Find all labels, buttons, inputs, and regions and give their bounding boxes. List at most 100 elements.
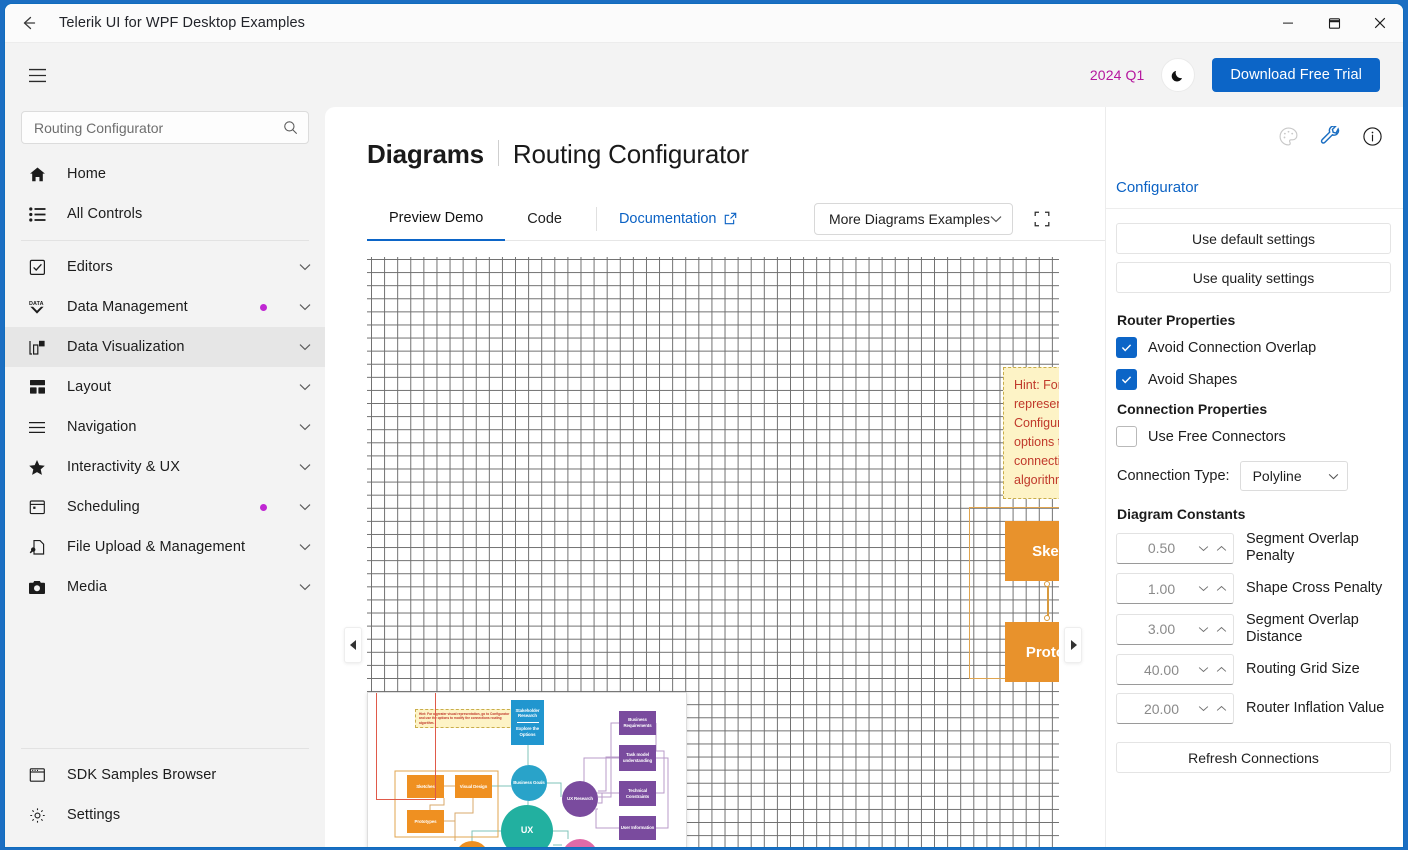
sidebar-item-data-management[interactable]: DATA Data Management [5,287,325,327]
sidebar-item-file-upload-management[interactable]: File Upload & Management [5,527,325,567]
refresh-connections-button[interactable]: Refresh Connections [1116,742,1391,773]
tab-preview-demo[interactable]: Preview Demo [367,197,506,241]
spinner-segment-overlap-penalty[interactable]: 0.50 [1116,532,1234,564]
sidebar-search-wrap [5,111,325,154]
configurator-title: Configurator [1106,157,1403,209]
sidebar-nav-list: Home All Controls [5,154,325,742]
use-quality-settings-button[interactable]: Use quality settings [1116,262,1391,293]
close-button[interactable] [1357,4,1403,43]
download-free-trial-button[interactable]: Download Free Trial [1212,58,1380,92]
maximize-button[interactable] [1311,4,1357,43]
spinner-arrows[interactable] [1198,585,1227,592]
constant-row-routing-grid-size: 40.00 Routing Grid Size [1116,654,1391,685]
minimap-node[interactable]: User Information [619,816,656,840]
diagram-shape-sketches[interactable]: Sketches [1005,521,1059,581]
chevron-down-icon[interactable] [299,383,311,391]
minimap-node[interactable]: Design [455,841,489,847]
use-default-settings-button[interactable]: Use default settings [1116,223,1391,254]
connection-type-select[interactable]: Polyline [1239,461,1348,491]
minimap-node[interactable]: Technical Constraints [619,781,656,806]
diagram-canvas-area: Hint: For a greater visual representatio… [344,257,1082,847]
minimap-node[interactable]: Visual Design [455,775,492,798]
sidebar-item-data-visualization[interactable]: Data Visualization [5,327,325,367]
sidebar-item-editors[interactable]: Editors [5,247,325,287]
minimap-edges [394,722,669,846]
sidebar-item-home[interactable]: Home [5,154,325,194]
moon-icon[interactable] [1161,58,1196,92]
chevron-down-icon[interactable] [299,543,311,551]
title-divider [497,140,499,166]
minimap-node[interactable]: Sketches [407,775,444,798]
spinner-shape-cross-penalty[interactable]: 1.00 [1116,573,1234,604]
spinner-arrows[interactable] [1198,545,1227,552]
checkbox-avoid-shapes[interactable] [1116,369,1137,390]
wrench-icon[interactable] [1317,123,1343,149]
spinner-arrows[interactable] [1198,705,1227,712]
minimap-node[interactable]: Business Requirements [619,711,656,735]
hamburger-icon[interactable] [13,68,61,83]
sidebar-item-navigation[interactable]: Navigation [5,407,325,447]
chevron-down-icon[interactable] [299,463,311,471]
search-input[interactable] [34,119,283,136]
minimap-node[interactable]: UX Research [562,781,598,817]
sidebar-item-layout[interactable]: Layout [5,367,325,407]
chevron-down-icon[interactable] [299,343,311,351]
sidebar-item-settings[interactable]: Settings [5,795,325,835]
minimap-node[interactable]: Task model understanding [619,745,656,771]
collapse-left-button[interactable] [344,627,362,663]
minimap-node-sublabel: Explore the Options [516,726,539,737]
minimap-node[interactable]: Business Goals [511,765,547,801]
spinner-arrows[interactable] [1198,626,1227,633]
info-icon[interactable] [1359,123,1385,149]
external-link-icon [724,212,737,225]
checkbox-avoid-connection-overlap[interactable] [1116,337,1137,358]
minimap-node[interactable]: Strategy [562,839,598,847]
chevron-down-icon [990,215,1002,223]
spinner-router-inflation-value[interactable]: 20.00 [1116,693,1234,724]
checkbox-label: Avoid Connection Overlap [1148,339,1317,356]
minimap-viewport-rect[interactable] [376,693,436,800]
sidebar-item-scheduling[interactable]: Scheduling [5,487,325,527]
minimap-canvas[interactable]: Hint: For a greater visual representatio… [368,693,686,847]
chevron-down-icon[interactable] [299,503,311,511]
spinner-routing-grid-size[interactable]: 40.00 [1116,654,1234,685]
dropdown-label: More Diagrams Examples [828,210,990,227]
chevron-down-icon[interactable] [299,583,311,591]
title-bar: Telerik UI for WPF Desktop Examples [5,4,1403,43]
checkbox-row-use-free-connectors[interactable]: Use Free Connectors [1116,426,1391,447]
version-badge: 2024 Q1 [1089,67,1145,83]
sidebar-item-all-controls[interactable]: All Controls [5,194,325,234]
sidebar-item-interactivity-ux[interactable]: Interactivity & UX [5,447,325,487]
back-icon[interactable] [5,4,51,42]
browser-window-icon [27,767,47,783]
minimap-hint-note: Hint: For a greater visual representatio… [415,709,515,729]
chevron-down-icon [1328,473,1339,480]
chevron-down-icon[interactable] [299,303,311,311]
spinner-arrows[interactable] [1198,666,1227,673]
diagram-shape-prototypes[interactable]: Prototypes [1005,622,1059,682]
tab-code[interactable]: Code [527,210,562,227]
sidebar-item-media[interactable]: Media [5,567,325,607]
diagram-minimap[interactable]: Hint: For a greater visual representatio… [367,692,687,847]
fullscreen-icon[interactable] [1025,202,1059,236]
documentation-link[interactable]: Documentation [609,211,748,227]
palette-icon[interactable] [1275,123,1301,149]
checkbox-row-avoid-shapes[interactable]: Avoid Shapes [1116,369,1391,390]
more-examples-dropdown[interactable]: More Diagrams Examples [813,202,1013,235]
list-icon [27,206,47,222]
checkbox-row-avoid-connection-overlap[interactable]: Avoid Connection Overlap [1116,337,1391,358]
search-box[interactable] [21,111,309,144]
status-dot [260,503,267,511]
minimap-node[interactable]: Stakeholder Research Explore the Options [511,700,544,745]
minimap-node[interactable]: Prototypes [407,810,444,833]
minimap-node[interactable]: UX [501,805,553,847]
spinner-segment-overlap-distance[interactable]: 3.00 [1116,613,1234,645]
chevron-down-icon[interactable] [299,263,311,271]
sidebar-item-label: Navigation [67,419,137,435]
minimize-button[interactable] [1265,4,1311,43]
chevron-down-icon[interactable] [299,423,311,431]
checkbox-use-free-connectors[interactable] [1116,426,1137,447]
collapse-right-button[interactable] [1064,627,1082,663]
sidebar-item-sdk-samples-browser[interactable]: SDK Samples Browser [5,755,325,795]
gear-icon [27,807,47,824]
